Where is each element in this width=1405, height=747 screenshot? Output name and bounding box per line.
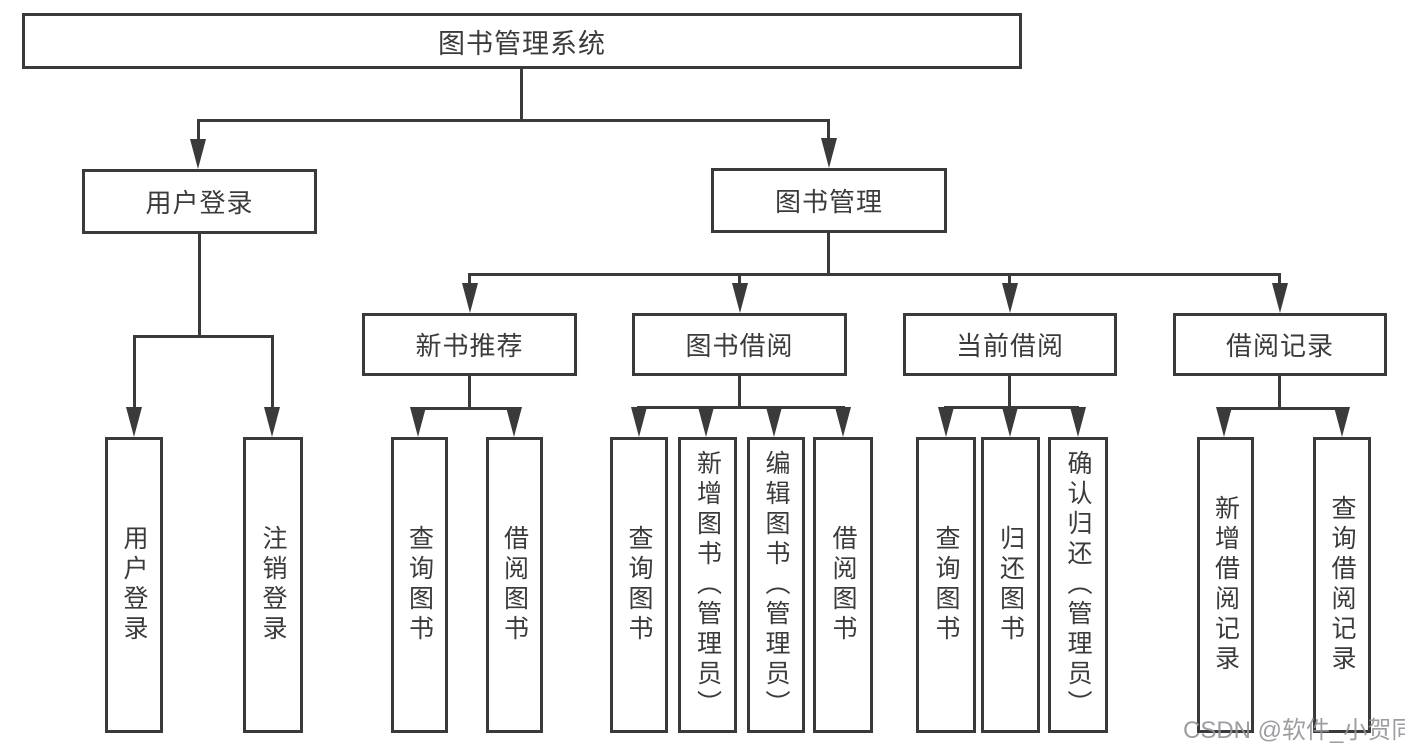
arrow-down-icon — [1334, 407, 1350, 437]
connector-line — [1008, 273, 1011, 287]
connector-line — [468, 273, 471, 287]
node-label: 图书管理系统 — [438, 28, 606, 59]
node-label: 借阅记录 — [1225, 331, 1334, 361]
node-book-management: 图书管理 — [711, 168, 947, 233]
leaf-borrow-books: 借阅图书 — [813, 437, 873, 733]
node-borrowing-records: 借阅记录 — [1173, 313, 1387, 376]
node-label: 查询图书 — [932, 525, 960, 645]
leaf-confirm-return-admin: 确认归还（管理员） — [1048, 437, 1108, 733]
node-new-book-recommendation: 新书推荐 — [362, 313, 577, 376]
csdn-watermark: CSDN @软件_小贺同学 — [1183, 717, 1405, 744]
node-user-login: 用户登录 — [82, 169, 317, 234]
node-label: 查询图书 — [625, 525, 653, 645]
connector-line — [417, 407, 516, 410]
arrow-down-icon — [1002, 407, 1018, 437]
connector-line — [197, 119, 200, 141]
node-label: 新增借阅记录 — [1211, 495, 1240, 675]
arrow-down-icon — [462, 283, 478, 313]
arrow-down-icon — [631, 407, 647, 437]
arrow-down-icon — [698, 407, 714, 437]
leaf-query-books-current: 查询图书 — [916, 437, 976, 733]
arrow-down-icon — [410, 407, 426, 437]
node-label: 用户登录 — [145, 188, 254, 218]
arrow-down-icon — [190, 139, 206, 169]
leaf-user-login: 用户登录 — [105, 437, 163, 733]
connector-line — [827, 233, 830, 276]
node-label: 用户登录 — [120, 525, 148, 645]
node-library-management-system: 图书管理系统 — [22, 13, 1022, 69]
node-label: 新书推荐 — [415, 331, 524, 361]
connector-line — [738, 376, 741, 409]
leaf-query-books-recommend: 查询图书 — [391, 437, 448, 733]
leaf-add-books-admin: 新增图书（管理员） — [678, 437, 737, 733]
connector-line — [198, 234, 201, 338]
leaf-query-books-borrow: 查询图书 — [610, 437, 668, 733]
connector-line — [520, 69, 523, 122]
leaf-edit-books-admin: 编辑图书（管理员） — [747, 437, 805, 733]
connector-line — [271, 335, 274, 409]
leaf-add-borrow-record: 新增借阅记录 — [1197, 437, 1254, 733]
leaf-return-books: 归还图书 — [981, 437, 1040, 733]
connector-line — [1008, 376, 1011, 409]
node-label: 图书借阅 — [685, 331, 794, 361]
node-label: 借阅图书 — [829, 525, 857, 645]
arrow-down-icon — [835, 407, 851, 437]
node-label: 注销登录 — [259, 525, 287, 645]
node-book-borrowing: 图书借阅 — [632, 313, 847, 376]
connector-line — [1278, 376, 1281, 410]
arrow-down-icon — [732, 283, 748, 313]
leaf-borrow-books-recommend: 借阅图书 — [486, 437, 543, 733]
leaf-query-borrow-record: 查询借阅记录 — [1313, 437, 1371, 733]
arrow-down-icon — [1216, 407, 1232, 437]
node-label: 查询借阅记录 — [1328, 495, 1356, 675]
node-current-borrowing: 当前借阅 — [903, 313, 1117, 376]
connector-line — [1278, 273, 1281, 287]
arrow-down-icon — [126, 407, 142, 437]
connector-line — [469, 273, 1281, 276]
connector-line — [133, 335, 136, 409]
arrow-down-icon — [938, 407, 954, 437]
node-label: 新增图书（管理员） — [693, 450, 722, 720]
node-label: 确认归还（管理员） — [1064, 450, 1092, 720]
connector-line — [197, 119, 830, 122]
node-label: 归还图书 — [996, 525, 1025, 645]
node-label: 编辑图书（管理员） — [762, 450, 790, 720]
node-label: 当前借阅 — [955, 331, 1064, 361]
arrow-down-icon — [1272, 283, 1288, 313]
connector-line — [1223, 407, 1343, 410]
arrow-down-icon — [821, 138, 837, 168]
connector-line — [468, 376, 471, 410]
leaf-logout: 注销登录 — [243, 437, 303, 733]
connector-line — [637, 406, 845, 409]
connector-line — [738, 273, 741, 287]
arrow-down-icon — [264, 407, 280, 437]
arrow-down-icon — [766, 407, 782, 437]
arrow-down-icon — [506, 407, 522, 437]
arrow-down-icon — [1002, 283, 1018, 313]
node-label: 查询图书 — [405, 525, 434, 645]
node-label: 图书管理 — [774, 187, 883, 217]
node-label: 借阅图书 — [500, 525, 529, 645]
arrow-down-icon — [1070, 407, 1086, 437]
connector-line — [133, 335, 274, 338]
connector-line — [827, 119, 830, 140]
